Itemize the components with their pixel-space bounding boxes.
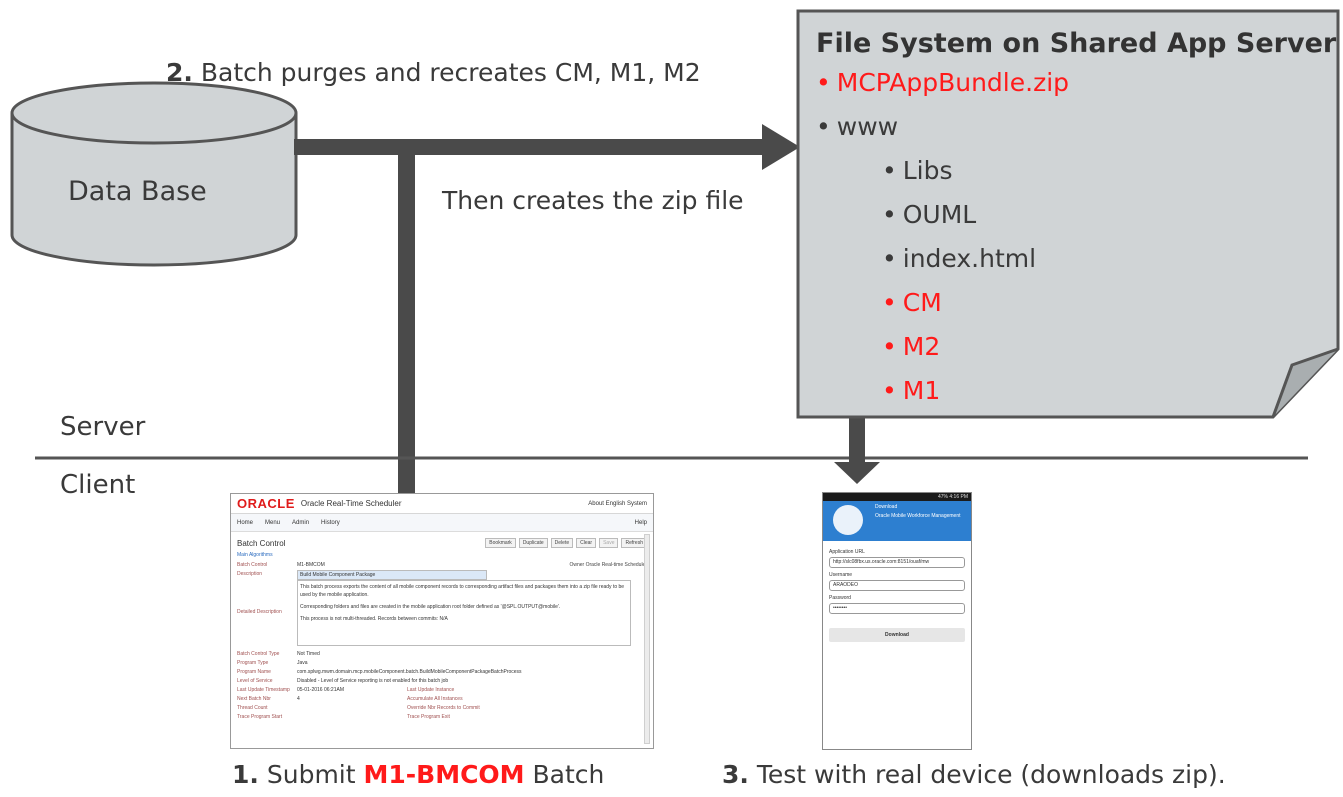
file-system-item-label: M1 [902, 376, 941, 405]
clear-button[interactable]: Clear [576, 538, 597, 548]
bullet-icon: • [816, 112, 831, 141]
screenshot-page-title: Batch Control [237, 538, 286, 548]
screenshot-nav: Home Menu Admin History Help [231, 514, 653, 532]
owner: Owner Oracle Real-time Scheduler [569, 562, 647, 568]
bullet-icon: • [882, 288, 897, 317]
bullet-icon: • [882, 376, 897, 405]
row-level: Level of Service Disabled - Level of Ser… [237, 678, 449, 684]
username-input[interactable]: ARAODEO [829, 580, 965, 591]
database-label: Data Base [68, 176, 207, 207]
bullet-icon: • [882, 244, 897, 273]
batch-control-screenshot: ORACLE Oracle Real-Time Scheduler About … [230, 493, 654, 749]
screenshot-app-title: Oracle Real-Time Scheduler [300, 499, 402, 508]
file-system-item: •M1 [816, 369, 1336, 413]
nav-admin[interactable]: Admin [292, 519, 310, 526]
step3-caption: 3. Test with real device (downloads zip)… [722, 760, 1226, 789]
row-next-batch: Next Batch Nbr 4 Accumulate All Instance… [237, 696, 463, 702]
file-system-item-label: Libs [902, 156, 953, 185]
app-logo-icon [833, 505, 863, 535]
file-system-item: •OUML [816, 193, 1336, 237]
detailed-description-input[interactable]: This batch process exports the content o… [297, 580, 631, 646]
step2-text: Batch purges and recreates CM, M1, M2 [200, 58, 701, 87]
nav-menu[interactable]: Menu [265, 519, 281, 526]
save-button[interactable]: Save [599, 538, 619, 548]
row-detailed-description: Detailed Description This batch process … [237, 580, 647, 646]
file-system-note [796, 9, 1340, 419]
step1-code: M1-BMCOM [363, 760, 525, 789]
step3-number: 3. [722, 760, 749, 789]
phone-status-bar: 47% 4:16 PM [823, 493, 971, 501]
step2-number: 2. [166, 58, 193, 87]
file-system-item: •MCPAppBundle.zip [816, 61, 1336, 105]
file-system-item-label: CM [902, 288, 942, 317]
duplicate-button[interactable]: Duplicate [518, 538, 548, 548]
file-system-item-label: www [836, 112, 899, 141]
bullet-icon: • [882, 332, 897, 361]
phone-subtitle: Oracle Mobile Workforce Management [875, 513, 961, 519]
nav-help[interactable]: Help [634, 519, 647, 526]
database-cylinder [10, 81, 298, 267]
step1-suffix: Batch [532, 760, 605, 789]
screenshot-header-right: About English System [588, 500, 647, 507]
file-system-item-label: M2 [902, 332, 941, 361]
file-system-list: •MCPAppBundle.zip•www•Libs•OUML•index.ht… [816, 61, 1336, 413]
row-description: Description Build Mobile Component Packa… [237, 570, 647, 580]
description-input[interactable]: Build Mobile Component Package [297, 570, 487, 580]
screenshot-header: ORACLE Oracle Real-Time Scheduler About … [231, 494, 653, 514]
step1-number: 1. [232, 760, 259, 789]
delete-button[interactable]: Delete [550, 538, 574, 548]
server-label: Server [60, 412, 146, 442]
download-button[interactable]: Download [829, 628, 965, 642]
step1-caption: 1. Submit M1-BMCOM Batch [232, 760, 604, 789]
file-system-item-label: OUML [902, 200, 977, 229]
file-system-item-label: MCPAppBundle.zip [836, 68, 1070, 97]
screenshot-scrollbar[interactable] [644, 534, 650, 744]
batch-control-value: M1-BMCOM [297, 562, 325, 568]
row-last-update: Last Update Timestamp 05-01-2016 06:21AM… [237, 687, 455, 693]
url-input[interactable]: http://slc08fbx.us.oracle.com:8151/ouaf/… [829, 557, 965, 568]
screenshot-toolbar: Batch Control Bookmark Duplicate Delete … [237, 536, 647, 550]
screenshot-tabs[interactable]: Main Algorithms [237, 552, 273, 558]
file-system-item-label: index.html [902, 244, 1037, 273]
phone-screenshot: 47% 4:16 PM Download Oracle Mobile Workf… [822, 492, 972, 750]
file-system-title: File System on Shared App Server [816, 28, 1337, 59]
step2-caption: 2. Batch purges and recreates CM, M1, M2 [166, 58, 701, 87]
bullet-icon: • [882, 156, 897, 185]
phone-header: Download Oracle Mobile Workforce Managem… [823, 501, 971, 541]
file-system-item: •Libs [816, 149, 1336, 193]
row-type: Batch Control Type Not Timed [237, 651, 320, 657]
file-system-item: •index.html [816, 237, 1336, 281]
password-input[interactable]: •••••••• [829, 603, 965, 614]
zip-note: Then creates the zip file [442, 186, 744, 215]
bookmark-button[interactable]: Bookmark [485, 538, 516, 548]
row-batch-control: Batch Control M1-BMCOM Owner Oracle Real… [237, 562, 647, 568]
nav-history[interactable]: History [321, 519, 340, 526]
row-thread: Thread Count Override Nbr Records to Com… [237, 705, 480, 711]
oracle-logo: ORACLE [237, 496, 295, 511]
file-system-item: •M2 [816, 325, 1336, 369]
screenshot-body: Batch Control Bookmark Duplicate Delete … [231, 532, 653, 726]
row-program-name: Program Name com.splwg.mwm.domain.mcp.mo… [237, 669, 522, 675]
batch-connector [398, 147, 415, 493]
phone-form: Application URL http://slc08fbx.us.oracl… [823, 541, 971, 646]
phone-title: Download [875, 504, 898, 510]
row-program-type: Program Type Java [237, 660, 308, 666]
file-system-item: •CM [816, 281, 1336, 325]
file-system-item: •www [816, 105, 1336, 149]
row-trace: Trace Program Start Trace Program Exit [237, 714, 450, 720]
bullet-icon: • [816, 68, 831, 97]
file-system-content: File System on Shared App Server •MCPApp… [816, 28, 1336, 413]
client-label: Client [60, 470, 136, 500]
step3-text: Test with real device (downloads zip). [756, 760, 1226, 789]
step1-prefix: Submit [266, 760, 356, 789]
bullet-icon: • [882, 200, 897, 229]
nav-home[interactable]: Home [237, 519, 254, 526]
purge-arrow [294, 124, 800, 170]
